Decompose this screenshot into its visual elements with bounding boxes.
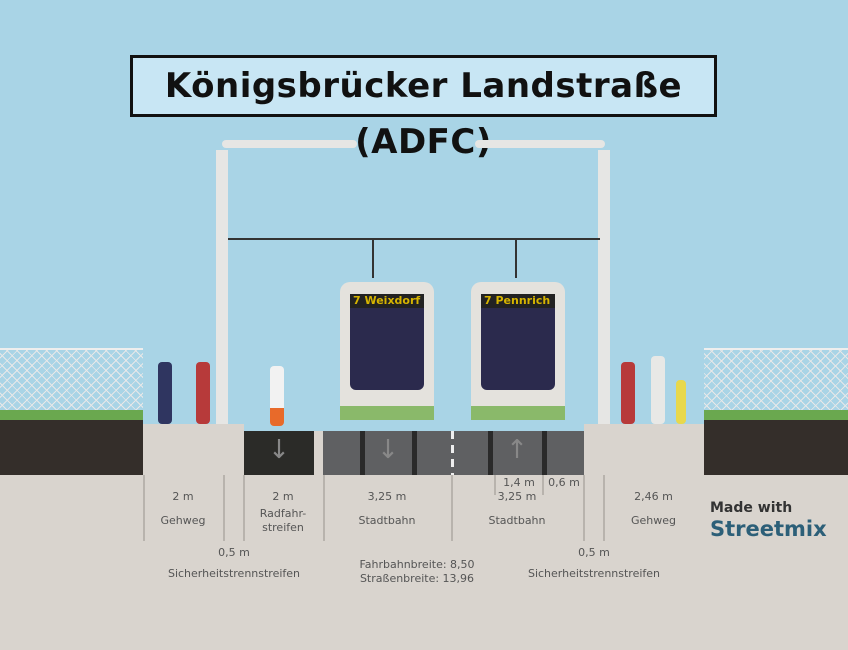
buffer-left — [314, 431, 323, 475]
grass-left — [0, 410, 143, 420]
overhead-wire — [228, 238, 600, 240]
tram-left: 7 Weixdorf — [340, 282, 434, 420]
pedestrian — [651, 356, 665, 424]
street-title[interactable]: Königsbrücker Landstraße (ADFC) — [130, 55, 717, 162]
pedestrian — [621, 362, 635, 424]
pedestrian — [196, 362, 210, 424]
made-with-text: Made with — [710, 500, 793, 516]
sidewalk-right[interactable] — [584, 424, 704, 475]
rail — [488, 431, 493, 475]
lamp-arm-right — [475, 140, 605, 148]
pantograph-left — [372, 240, 374, 278]
tram-destination-sign: 7 Pennrich — [481, 294, 555, 308]
rail — [412, 431, 417, 475]
soil-left — [0, 420, 143, 475]
sub-width-1: 1,4 m — [503, 476, 535, 489]
tram-right: 7 Pennrich — [471, 282, 565, 420]
rail — [360, 431, 365, 475]
arrow-down-icon: ↓ — [268, 435, 290, 465]
arrow-down-icon: ↓ — [377, 435, 399, 465]
arrow-up-icon: ↑ — [506, 435, 528, 465]
bike-lane[interactable]: ↓ — [244, 431, 314, 475]
pantograph-right — [515, 240, 517, 278]
grass-right — [704, 410, 848, 420]
street-lamp-right — [598, 150, 610, 425]
soil-right — [704, 420, 848, 475]
divider — [494, 475, 496, 495]
divider — [323, 475, 325, 541]
cyclist — [270, 366, 284, 426]
divider — [542, 475, 544, 495]
lane-divider — [451, 431, 454, 475]
sub-width-2: 0,6 m — [548, 476, 580, 489]
tram-destination-sign: 7 Weixdorf — [350, 294, 424, 308]
rail — [542, 431, 547, 475]
child-cyclist — [676, 380, 686, 424]
street-lamp-left — [216, 150, 228, 425]
divider — [143, 475, 145, 541]
divider — [583, 475, 585, 541]
pedestrian — [158, 362, 172, 424]
sidewalk-left[interactable] — [143, 424, 244, 475]
divider — [223, 475, 225, 541]
divider — [603, 475, 605, 541]
streetmix-logo[interactable]: Made with Streetmix — [710, 500, 827, 541]
brand-name: Streetmix — [710, 517, 827, 541]
divider — [451, 475, 453, 541]
divider — [243, 475, 245, 541]
lamp-arm-left — [222, 140, 357, 148]
